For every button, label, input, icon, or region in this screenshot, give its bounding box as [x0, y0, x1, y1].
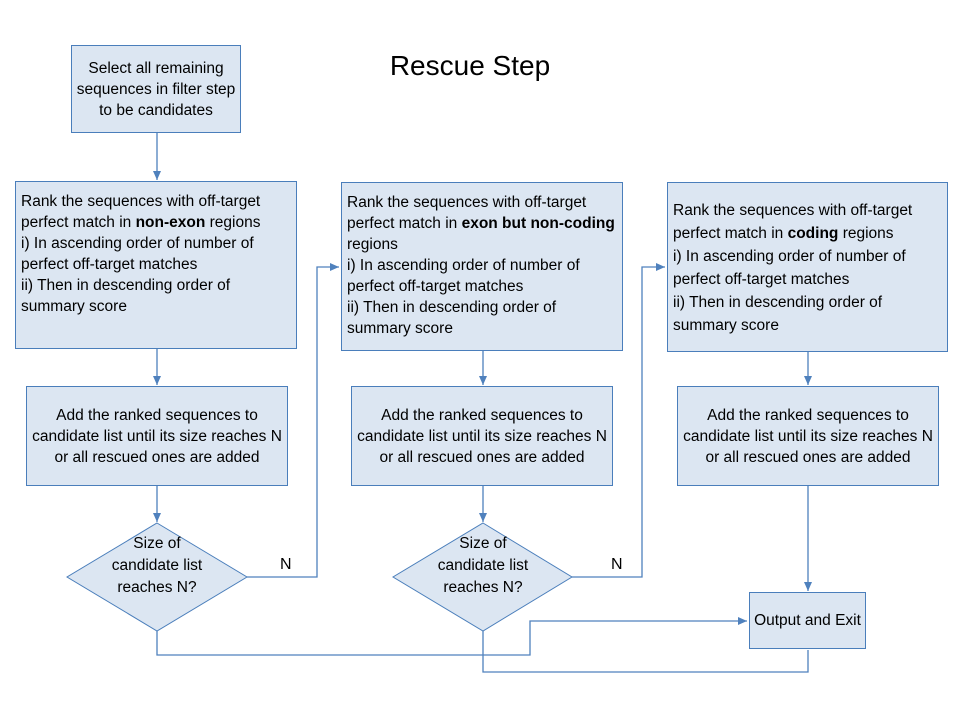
- rank-box-coding: Rank the sequences with off-target perfe…: [667, 182, 948, 352]
- rank-box-emphasis: exon but non-coding: [461, 215, 615, 232]
- decision-2-no-label: N: [611, 556, 623, 573]
- connector-decision1-no-to-rank2: [247, 263, 339, 578]
- decision-diamond-1: [66, 522, 248, 632]
- decision-2-label: Size of candidate list reaches N?: [437, 535, 529, 596]
- rank-box-exon-non-coding: Rank the sequences with off-target perfe…: [341, 182, 623, 351]
- connector-decision2-no-to-rank3: [572, 263, 665, 578]
- rank-box-non-exon: Rank the sequences with off-target perfe…: [15, 181, 297, 349]
- add-box-2: Add the ranked sequences to candidate li…: [351, 386, 613, 486]
- rank-criterion-2: ii) Then in descending order of summary …: [673, 294, 883, 334]
- diagram-title: Rescue Step: [389, 50, 551, 81]
- connector-decision2-yes-to-output: [482, 631, 809, 673]
- add-box-3: Add the ranked sequences to candidate li…: [677, 386, 939, 486]
- start-box-text: Select all remaining sequences in filter…: [76, 59, 236, 119]
- decision-1-no-label: N: [280, 556, 292, 573]
- rank-criterion-2: ii) Then in descending order of summary …: [21, 277, 231, 315]
- rank-criterion-1: i) In ascending order of number of perfe…: [21, 235, 254, 273]
- decision-1-label: Size of candidate list reaches N?: [111, 535, 203, 596]
- rank-box-emphasis: non-exon: [135, 214, 206, 231]
- rank-box-emphasis: coding: [787, 225, 839, 242]
- start-box: Select all remaining sequences in filter…: [71, 45, 241, 133]
- rank-criterion-1: i) In ascending order of number of perfe…: [673, 248, 906, 288]
- rank-criterion-1: i) In ascending order of number of perfe…: [347, 257, 580, 295]
- decision-diamond-2: [392, 522, 573, 632]
- add-box-1: Add the ranked sequences to candidate li…: [26, 386, 288, 486]
- output-exit-box: Output and Exit: [749, 592, 866, 649]
- connector-decision1-yes-to-output: [156, 617, 747, 656]
- rank-criterion-2: ii) Then in descending order of summary …: [347, 299, 557, 337]
